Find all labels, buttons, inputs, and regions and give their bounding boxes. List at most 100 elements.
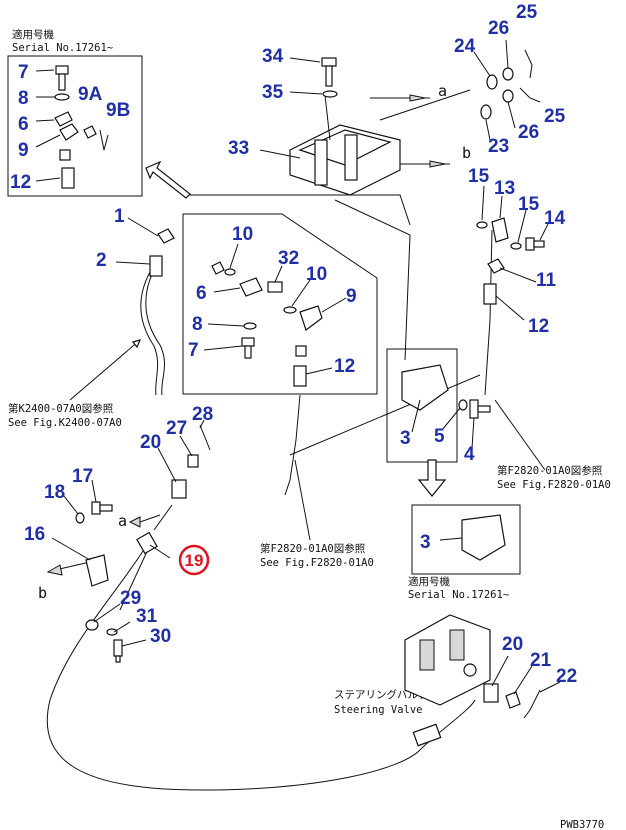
cable-left-2 [140, 271, 159, 396]
clamp-16 [85, 554, 109, 587]
link-13 [491, 217, 509, 243]
cable-middle [284, 394, 301, 496]
nut-12a-box [59, 149, 71, 161]
nut-27 [187, 454, 199, 468]
leader-ref-k2400 [69, 339, 141, 401]
washer-26-mid [502, 89, 514, 103]
label-part-13: 13 [494, 178, 515, 199]
nut-10a [211, 261, 225, 275]
label-part-27: 27 [166, 418, 187, 439]
applicable-serial-en: Serial No.17261~ [12, 42, 113, 54]
bracket-3-box [461, 514, 506, 561]
joint-12-box [61, 167, 75, 189]
nut-11 [487, 258, 505, 274]
applicable-serial-2-jp: 適用号機 [408, 575, 450, 588]
bolt-30 [113, 639, 123, 663]
cotter-25-top [524, 49, 533, 79]
label-part-33: 33 [228, 138, 249, 159]
label-part-7: 7 [18, 62, 29, 83]
part-19-highlight: 19 [178, 544, 210, 576]
nut-21 [505, 691, 521, 709]
cable-cross [289, 374, 481, 456]
label-part-21: 21 [530, 650, 552, 671]
ref-k2400-jp: 第K2400-07A0図参照 [8, 402, 114, 415]
pin-23 [480, 104, 492, 120]
label-part-9b: 9B [106, 100, 130, 121]
washer-10a [224, 268, 236, 276]
washer-8-mid [243, 322, 257, 330]
label-part-31: 31 [136, 606, 158, 627]
label-part-2: 2 [96, 250, 107, 271]
washer-35 [322, 90, 338, 98]
nut-9a-box [83, 125, 97, 139]
label-part-8-mid: 8 [192, 314, 203, 335]
arrow-to-serial-box [145, 160, 191, 199]
label-part-10a: 10 [232, 224, 253, 245]
washer-18 [75, 512, 85, 524]
label-part-3-box: 3 [420, 532, 431, 553]
cable-end-19 [136, 504, 173, 555]
label-part-17: 17 [72, 466, 93, 487]
steering-valve-en: Steering Valve [334, 704, 423, 716]
arrow-b-top-head [429, 160, 446, 168]
arrow-b-bottom-label: b [38, 584, 47, 602]
label-part-24: 24 [454, 36, 476, 57]
bracket-3 [401, 364, 449, 411]
label-part-1: 1 [114, 206, 125, 227]
joint-20-left [171, 479, 187, 499]
nut-1 [157, 228, 175, 244]
arrow-a-bottom-line [139, 514, 161, 523]
label-part-12: 12 [10, 172, 31, 193]
cotter-25-mid [519, 87, 541, 103]
bolt-34 [321, 57, 337, 87]
applicable-serial-2-en: Serial No.17261~ [408, 589, 509, 601]
serial-box-top-left [7, 55, 143, 197]
label-part-26-mid: 26 [518, 122, 539, 143]
pin-24 [486, 74, 498, 90]
label-part-7-mid: 7 [188, 340, 199, 361]
label-part-3: 3 [400, 428, 411, 449]
washer-5 [458, 399, 468, 411]
arrow-a-bottom-head [128, 516, 141, 528]
joint-12-right [483, 283, 497, 305]
label-part-35: 35 [262, 82, 284, 103]
bolt-17 [91, 501, 113, 515]
leader-lines [35, 39, 561, 695]
ref-f2820-mid-en: See Fig.F2820-01A0 [260, 557, 374, 569]
serial-box-bracket [411, 504, 521, 575]
arrow-a-top-label: a [438, 82, 447, 100]
label-part-14: 14 [544, 208, 566, 229]
linkage-assembly-33 [289, 89, 471, 196]
label-part-34: 34 [262, 46, 284, 67]
label-part-16: 16 [24, 524, 45, 545]
joint-12-mid [293, 365, 307, 387]
label-part-11: 11 [536, 270, 557, 291]
pin-28 [199, 424, 211, 451]
label-part-8: 8 [18, 88, 29, 109]
label-part-9: 9 [18, 140, 29, 161]
applicable-serial-jp: 適用号機 [12, 28, 54, 41]
drawing-id: PWB3770 [560, 819, 604, 830]
label-part-23: 23 [488, 136, 509, 157]
pin-22 [523, 689, 541, 719]
washer-15b [510, 242, 522, 250]
plate-6-box [54, 111, 73, 127]
joint-20-right [483, 683, 499, 703]
label-part-5: 5 [434, 426, 445, 447]
detail-box-bracket [386, 348, 458, 463]
label-part-32: 32 [278, 248, 299, 269]
label-part-6-mid: 6 [196, 283, 207, 304]
bolt-32 [267, 281, 283, 293]
washer-29 [85, 619, 99, 631]
nut-12-mid-a [295, 345, 307, 357]
label-part-20-right: 20 [502, 634, 523, 655]
detail-box-middle [182, 213, 378, 395]
elbow-9-mid [299, 305, 323, 331]
label-part-4: 4 [464, 444, 475, 465]
label-part-9a: 9A [78, 84, 103, 105]
label-part-9-mid: 9 [346, 286, 357, 307]
arrow-head-k2400 [131, 339, 142, 349]
bolt-4 [469, 399, 491, 419]
label-part-20-left: 20 [140, 432, 161, 453]
washer-8-box [54, 93, 70, 101]
